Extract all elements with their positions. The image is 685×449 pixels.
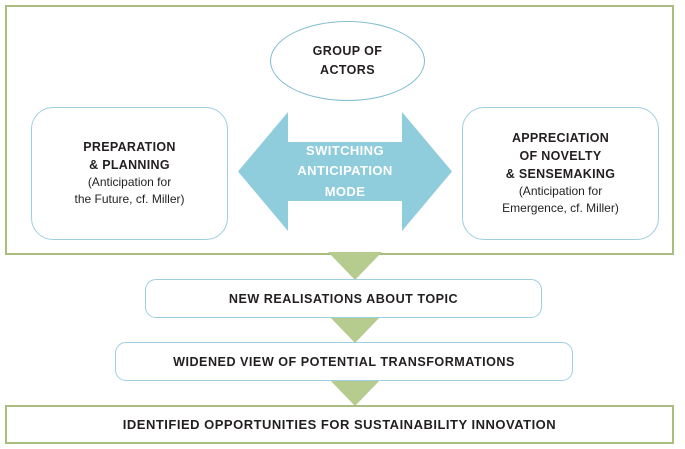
widened-view-label: WIDENED VIEW OF POTENTIAL TRANSFORMATION… — [173, 354, 515, 369]
preparation-planning-subtitle-2: the Future, cf. Miller) — [74, 192, 185, 207]
appreciation-subtitle-2: Emergence, cf. Miller) — [502, 201, 619, 216]
preparation-planning-subtitle-1: (Anticipation for — [87, 175, 172, 190]
double-arrow-shape — [238, 112, 452, 231]
appreciation-heading-2: OF NOVELTY — [519, 148, 602, 163]
appreciation-heading-3: & SENSEMAKING — [505, 166, 616, 181]
preparation-planning-heading-2: & PLANNING — [89, 157, 170, 172]
new-realisations-label: NEW REALISATIONS ABOUT TOPIC — [228, 291, 459, 306]
appreciation-subtitle-1: (Anticipation for — [518, 184, 603, 199]
identified-opportunities-label: IDENTIFIED OPPORTUNITIES FOR SUSTAINABIL… — [122, 417, 557, 432]
widened-view-node[interactable]: WIDENED VIEW OF POTENTIAL TRANSFORMATION… — [115, 342, 573, 381]
preparation-planning-node[interactable]: PREPARATION & PLANNING (Anticipation for… — [31, 107, 228, 240]
arrow-down-3-icon — [328, 378, 382, 406]
arrow-down-2-icon — [328, 315, 382, 343]
group-of-actors-node[interactable]: GROUP OF ACTORS — [270, 21, 425, 101]
identified-opportunities-node[interactable]: IDENTIFIED OPPORTUNITIES FOR SUSTAINABIL… — [5, 405, 674, 444]
switching-anticipation-mode-arrow — [238, 104, 452, 239]
new-realisations-node[interactable]: NEW REALISATIONS ABOUT TOPIC — [145, 279, 542, 318]
appreciation-heading-1: APPRECIATION — [511, 131, 610, 146]
group-of-actors-line-2: ACTORS — [320, 63, 375, 77]
group-of-actors-line-1: GROUP OF — [312, 44, 383, 59]
preparation-planning-heading-1: PREPARATION — [83, 139, 176, 154]
arrow-down-1-icon — [328, 252, 382, 280]
appreciation-novelty-sensemaking-node[interactable]: APPRECIATION OF NOVELTY & SENSEMAKING (A… — [462, 107, 659, 240]
